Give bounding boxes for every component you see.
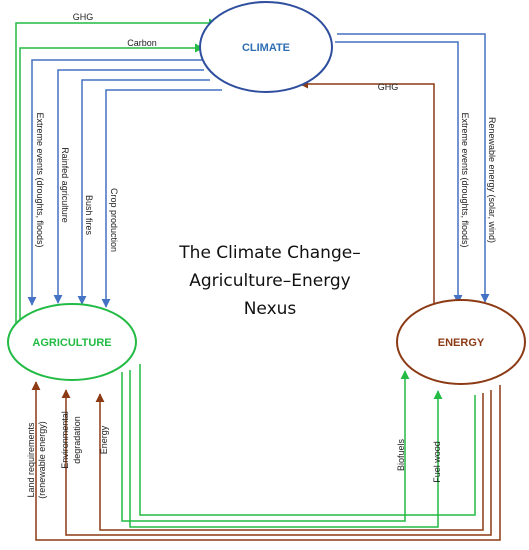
flow-bush-fires (77, 79, 210, 305)
center-title-line3: Nexus (244, 299, 297, 319)
flow-rainfed-agriculture (53, 69, 204, 304)
label-carbon: Carbon (127, 38, 157, 48)
flow-biofuels (121, 370, 410, 522)
label-crop-production: Crop production (109, 188, 119, 252)
label-land-requirements-1: Land requirements (26, 422, 36, 498)
label-ghg-agri: GHG (73, 12, 94, 22)
label-renewable-energy: Renewable energy (solar, wind) (487, 117, 497, 243)
flow-extreme-events-agri (27, 59, 206, 306)
flow-fuel-wood (129, 370, 443, 528)
flow-ghg-energy-to-climate (299, 79, 435, 305)
center-title-line1: The Climate Change– (178, 243, 360, 263)
flow-carbon (19, 43, 204, 330)
flow-environmental-degradation (61, 389, 492, 536)
flow-renewable-energy (337, 33, 490, 303)
flow-energy-extra (139, 364, 476, 516)
energy-node (396, 299, 526, 385)
flow-energy (95, 393, 484, 531)
label-environmental-degradation-2: degradation (72, 416, 82, 464)
climate-label: CLIMATE (242, 42, 290, 54)
center-title-line2: Agriculture–Energy (189, 271, 351, 291)
agriculture-node (7, 303, 137, 381)
label-rainfed-agriculture: Rainfed agriculture (60, 147, 70, 223)
label-bush-fires: Bush fires (84, 195, 94, 236)
label-energy: Energy (99, 425, 109, 454)
label-environmental-degradation-1: Environmental (60, 411, 70, 469)
climate-node (199, 1, 333, 93)
flow-extreme-events-energy (335, 41, 463, 304)
flow-ghg-agri-to-climate (15, 18, 218, 330)
label-extreme-events-agri: Extreme events (droughts, floods) (35, 112, 45, 247)
label-extreme-events-energy: Extreme events (droughts, floods) (460, 112, 470, 247)
label-land-requirements-2: (renewable energy) (37, 421, 47, 499)
flow-land-requirements (31, 381, 501, 541)
label-biofuels: Biofuels (396, 438, 406, 471)
agriculture-label: AGRICULTURE (32, 337, 111, 349)
label-ghg-energy: GHG (378, 82, 399, 92)
flow-crop-production (101, 89, 222, 308)
energy-label: ENERGY (438, 337, 485, 349)
label-fuel-wood: Fuel wood (432, 441, 442, 483)
